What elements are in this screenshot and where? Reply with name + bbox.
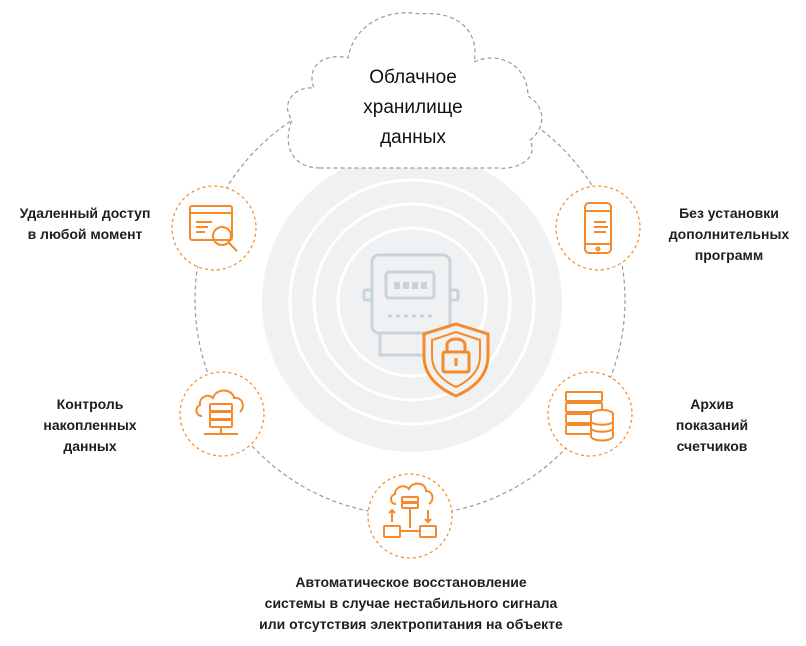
feature-label-data-control: Контроль накопленных данных xyxy=(30,394,150,457)
cloud-sync-folders-icon xyxy=(383,482,437,538)
feature-label-auto-recovery: Автоматическое восстановление системы в … xyxy=(226,572,596,635)
feature-label-line: Архив xyxy=(690,396,734,412)
cloud-shape xyxy=(286,12,543,169)
feature-label-remote-access: Удаленный доступ в любой момент xyxy=(6,203,164,245)
feature-label-line: в любой момент xyxy=(27,226,143,242)
feature-label-no-install: Без установки дополнительных программ xyxy=(656,203,802,266)
feature-label-line: или отсутствия электропитания на объекте xyxy=(259,616,563,632)
feature-label-line: накопленных xyxy=(43,417,137,433)
feature-node-auto-recovery xyxy=(367,473,453,559)
feature-label-line: программ xyxy=(694,247,764,263)
feature-node-archive xyxy=(547,371,633,457)
feature-label-line: системы в случае нестабильного сигнала xyxy=(264,595,558,611)
cloud-server-icon xyxy=(195,389,244,435)
smartphone-icon xyxy=(584,202,612,254)
feature-label-line: данных xyxy=(63,438,117,454)
feature-label-line: Без установки xyxy=(679,205,779,221)
feature-label-line: Автоматическое восстановление xyxy=(295,574,527,590)
cloud-title-line-1: Облачное xyxy=(369,67,457,88)
feature-label-line: Удаленный доступ xyxy=(19,205,151,221)
feature-label-line: дополнительных xyxy=(668,226,790,242)
server-database-icon xyxy=(565,391,614,442)
cloud-storage-title: Облачное хранилище данных xyxy=(338,63,488,153)
feature-node-data-control xyxy=(179,371,265,457)
cloud-title-line-2: хранилище xyxy=(363,97,463,118)
analytics-magnifier-icon xyxy=(189,205,238,252)
feature-node-remote-access xyxy=(171,185,257,271)
feature-node-no-install xyxy=(555,185,641,271)
cloud-title-line-3: данных xyxy=(380,127,446,148)
feature-label-line: счетчиков xyxy=(676,438,748,454)
feature-label-line: показаний xyxy=(675,417,749,433)
feature-label-archive: Архив показаний счетчиков xyxy=(654,394,770,457)
electricity-meter-with-lock-shield-icon xyxy=(362,253,490,398)
feature-label-line: Контроль xyxy=(56,396,124,412)
